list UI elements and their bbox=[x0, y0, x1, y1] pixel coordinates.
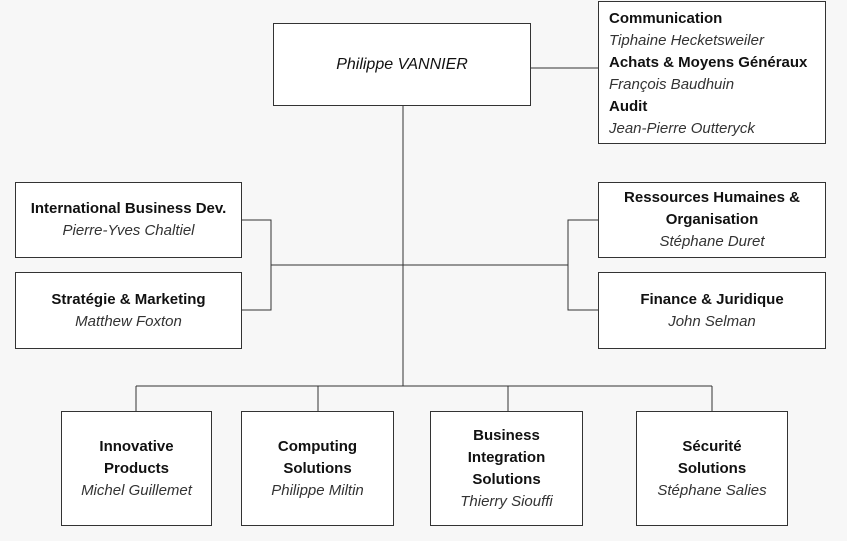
division-title-line2: Integration bbox=[467, 448, 546, 466]
division-title-line3: Solutions bbox=[472, 470, 541, 488]
staff-name-audit: Jean-Pierre Outteryck bbox=[609, 120, 755, 137]
unit-head-name: Stéphane Duret bbox=[659, 233, 765, 250]
division-head-name: Michel Guillemet bbox=[81, 481, 192, 499]
unit-head-name: Matthew Foxton bbox=[75, 312, 182, 330]
unit-title-line2: Organisation bbox=[665, 211, 759, 228]
division-title-line1: Sécurité bbox=[682, 437, 742, 455]
division-head-name: Stéphane Salies bbox=[657, 481, 767, 499]
unit-title: Finance & Juridique bbox=[640, 290, 784, 308]
unit-box-finance-juridique: Finance & Juridique John Selman bbox=[598, 272, 826, 349]
unit-box-ressources-humaines: Ressources Humaines & Organisation Stéph… bbox=[598, 182, 826, 258]
division-title-line2: Solutions bbox=[677, 459, 747, 477]
staff-title-audit: Audit bbox=[609, 98, 648, 115]
division-box-computing-solutions: Computing Solutions Philippe Miltin bbox=[241, 411, 394, 526]
unit-title-line1: Ressources Humaines & bbox=[624, 189, 800, 206]
division-box-innovative-products: Innovative Products Michel Guillemet bbox=[61, 411, 212, 526]
division-box-business-integration: Business Integration Solutions Thierry S… bbox=[430, 411, 583, 526]
unit-box-strategie-marketing: Stratégie & Marketing Matthew Foxton bbox=[15, 272, 242, 349]
staff-functions-box: Communication Tiphaine Hecketsweiler Ach… bbox=[598, 1, 826, 144]
division-title-line2: Products bbox=[103, 459, 169, 477]
staff-title-communication: Communication bbox=[609, 10, 723, 27]
unit-head-name: John Selman bbox=[668, 312, 756, 330]
right-units-bracket bbox=[567, 219, 598, 311]
left-units-bracket bbox=[241, 219, 272, 311]
staff-title-achats: Achats & Moyens Généraux bbox=[609, 54, 808, 71]
unit-title: Stratégie & Marketing bbox=[51, 290, 206, 308]
unit-title: International Business Dev. bbox=[30, 200, 227, 217]
division-box-securite-solutions: Sécurité Solutions Stéphane Salies bbox=[636, 411, 788, 526]
unit-head-name: Pierre-Yves Chaltiel bbox=[62, 222, 195, 239]
unit-box-international-business: International Business Dev. Pierre-Yves … bbox=[15, 182, 242, 258]
staff-name-achats: François Baudhuin bbox=[609, 76, 735, 93]
division-head-name: Philippe Miltin bbox=[271, 481, 364, 499]
division-head-name: Thierry Siouffi bbox=[460, 492, 553, 510]
division-title-line2: Solutions bbox=[283, 459, 352, 477]
division-title-line1: Innovative bbox=[99, 437, 174, 455]
division-title-line1: Business bbox=[473, 426, 540, 444]
division-title-line1: Computing bbox=[277, 437, 358, 455]
ceo-name: Philippe VANNIER bbox=[336, 55, 468, 73]
staff-name-communication: Tiphaine Hecketsweiler bbox=[609, 32, 764, 49]
ceo-box: Philippe VANNIER bbox=[273, 23, 531, 106]
